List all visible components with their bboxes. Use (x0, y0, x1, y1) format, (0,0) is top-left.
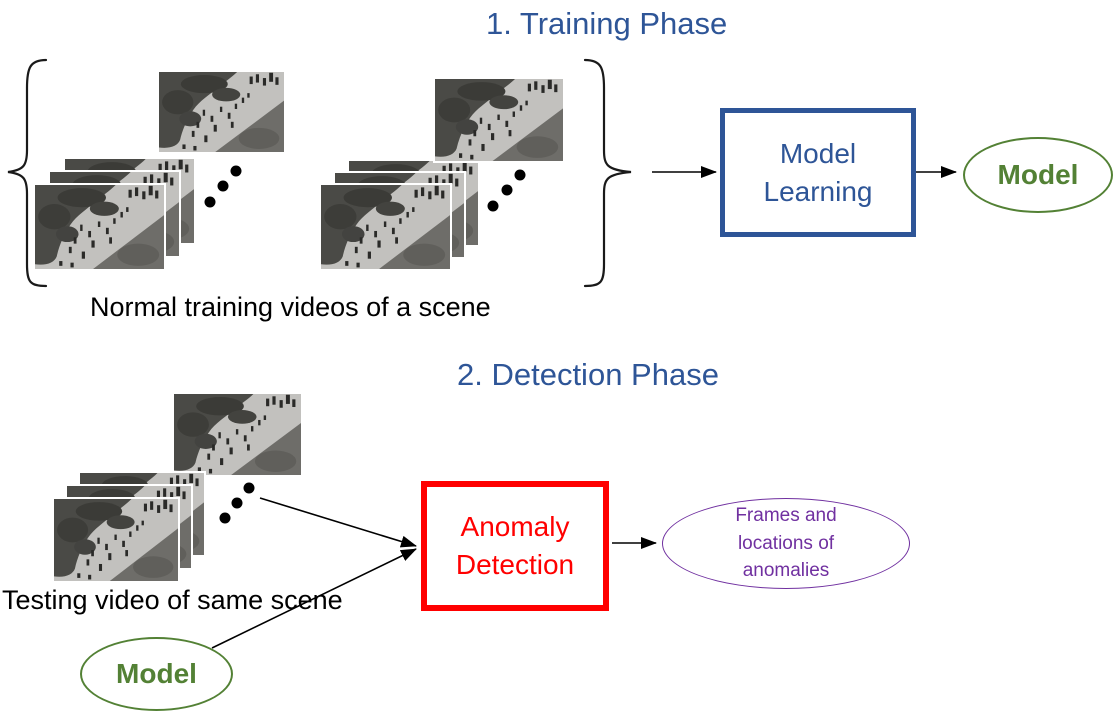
model-learning-label: Model Learning (763, 137, 873, 207)
model-ellipse-training: Model (963, 137, 1113, 213)
arrow-testing-video-to-anomaly-detection (259, 497, 417, 548)
video-frame-thumbnail (433, 77, 565, 163)
training-caption: Normal training videos of a scene (90, 292, 491, 322)
video-frame-thumbnail (52, 497, 180, 583)
ellipsis-dots-testing (219, 482, 255, 524)
model-label-training: Model (997, 159, 1079, 190)
model-learning-box: Model Learning (720, 108, 916, 237)
output-ellipse: Frames and locations of anomalies (662, 498, 910, 589)
video-frame-thumbnail (157, 70, 286, 154)
model-label-detection: Model (116, 658, 197, 689)
anomaly-detection-label: Anomaly Detection (455, 511, 575, 580)
ellipsis-dots-training-1 (204, 165, 242, 208)
video-frame-thumbnail (33, 183, 166, 271)
right-brace (583, 58, 632, 288)
anomaly-detection-box: Anomaly Detection (421, 481, 609, 611)
detection-phase-title: 2. Detection Phase (457, 357, 719, 392)
ellipsis-dots-training-2 (487, 169, 526, 212)
training-phase-title: 1. Training Phase (486, 6, 728, 41)
video-frame-thumbnail (319, 183, 452, 271)
video-frame-thumbnail (172, 392, 303, 477)
testing-caption: Testing video of same scene (2, 585, 343, 615)
output-label: Frames and locations of anomalies (735, 505, 837, 582)
model-ellipse-detection: Model (80, 637, 233, 711)
